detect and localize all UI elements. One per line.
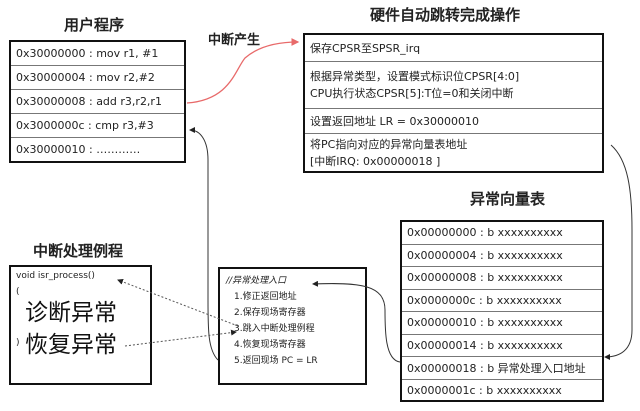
return-isr-dotted: [124, 329, 237, 347]
vector-row: 0x00000004 : b xxxxxxxxxx: [402, 245, 602, 267]
code-row: 0x30000010 : …………: [16, 143, 141, 156]
code-row: 0x30000000 : mov r1, #1: [11, 42, 184, 66]
handler-step: 5.返回现场 PC = LR: [234, 356, 318, 366]
code-row: 0x3000000c : cmp r3,#3: [11, 114, 184, 138]
hw-step: 根据异常类型，设置模式标识位CPSR[4:0]CPU执行状态CPSR[5]:T位…: [305, 62, 602, 109]
hw-to-vector-arrow: [604, 144, 633, 360]
hw-step: 将PC指向对应的异常向量表地址[中断IRQ: 0x00000018 ]: [310, 137, 468, 168]
vector-row: 0x0000000c : b xxxxxxxxxx: [402, 290, 602, 312]
vector-row: 0x00000010 : b xxxxxxxxxx: [402, 312, 602, 335]
vector-table-box: 0x00000000 : b xxxxxxxxxx 0x00000004 : b…: [400, 220, 604, 402]
call-isr-dotted: [117, 278, 239, 327]
return-arrow: [189, 127, 219, 361]
isr-diagnose: 诊断异常: [25, 300, 117, 326]
hw-step: 设置返回地址 LR = 0x30000010: [305, 109, 602, 134]
handler-step: 3.跳入中断处理例程: [234, 324, 315, 334]
handler-step: 2.保存现场寄存器: [234, 308, 306, 318]
hw-step: 保存CPSR至SPSR_irq: [305, 35, 602, 62]
hardware-title: 硬件自动跳转完成操作: [370, 6, 521, 24]
code-row: 0x30000004 : mov r2,#2: [11, 66, 184, 90]
isr-box: void isr_process() ( 诊断异常 ) 恢复异常: [9, 265, 152, 385]
user-program-title: 用户程序: [64, 16, 125, 34]
isr-title: 中断处理例程: [33, 242, 124, 260]
vector-table-title: 异常向量表: [470, 190, 546, 208]
isr-recover: 恢复异常: [25, 332, 117, 358]
interrupt-label: 中断产生: [208, 33, 261, 48]
isr-open-brace: (: [16, 287, 20, 297]
isr-close-brace: ): [16, 338, 20, 348]
interrupt-arrow: [186, 38, 300, 104]
user-program-box: 0x30000000 : mov r1, #1 0x30000004 : mov…: [9, 40, 186, 163]
vector-row: 0x0000001c : b xxxxxxxxxx: [407, 384, 562, 397]
vector-row: 0x00000000 : b xxxxxxxxxx: [402, 222, 602, 245]
vector-to-handler-arrow: [312, 280, 401, 363]
vector-row: 0x00000018 : b 异常处理入口地址: [402, 357, 602, 380]
code-row: 0x30000008 : add r3,r2,r1: [11, 90, 184, 114]
isr-signature: void isr_process(): [16, 271, 95, 281]
vector-row: 0x00000014 : b xxxxxxxxxx: [402, 335, 602, 357]
hardware-box: 保存CPSR至SPSR_irq 根据异常类型，设置模式标识位CPSR[4:0]C…: [303, 33, 604, 173]
vector-row: 0x00000008 : b xxxxxxxxxx: [402, 267, 602, 290]
handler-step: 4.恢复现场寄存器: [234, 340, 306, 350]
handler-box: //异常处理入口 1.修正返回地址 2.保存现场寄存器 3.跳入中断处理例程 4…: [218, 267, 367, 385]
handler-step: 1.修正返回地址: [234, 292, 297, 302]
handler-comment: //异常处理入口: [226, 276, 287, 286]
